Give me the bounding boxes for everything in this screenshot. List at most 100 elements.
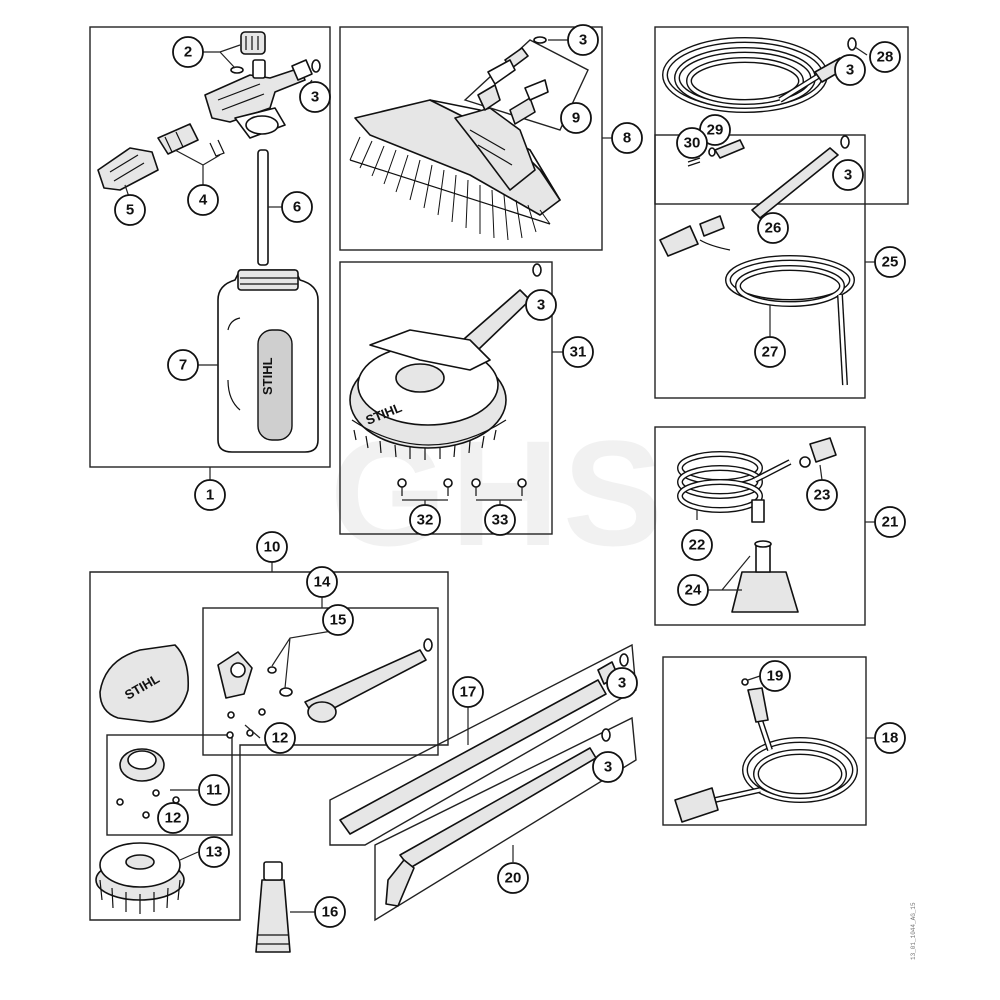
svg-text:2: 2 bbox=[184, 44, 192, 61]
group-box-18 bbox=[662, 656, 867, 826]
callout-21: 21 bbox=[874, 506, 906, 538]
callout-29: 29 bbox=[699, 114, 731, 146]
part-adapter-16 bbox=[255, 879, 291, 953]
callout-11: 11 bbox=[198, 774, 230, 806]
svg-text:29: 29 bbox=[707, 122, 724, 139]
svg-text:13: 13 bbox=[206, 844, 223, 861]
part-coiled-hose bbox=[662, 37, 828, 113]
part-insert bbox=[157, 123, 199, 155]
callout-3b: 3 bbox=[567, 24, 599, 56]
svg-text:33: 33 bbox=[492, 512, 509, 529]
callout-32: 32 bbox=[409, 504, 441, 536]
svg-text:12: 12 bbox=[272, 730, 289, 747]
svg-text:18: 18 bbox=[882, 730, 899, 747]
svg-text:11: 11 bbox=[206, 782, 222, 799]
svg-text:16: 16 bbox=[322, 904, 339, 921]
screws-32-33 bbox=[397, 478, 527, 496]
callout-6: 6 bbox=[281, 191, 313, 223]
svg-text:30: 30 bbox=[684, 135, 701, 152]
callout-25: 25 bbox=[874, 246, 906, 278]
part-drain-hose-coil bbox=[677, 451, 792, 513]
part-pipe-cleaning-hose bbox=[725, 255, 855, 386]
screws-12b bbox=[116, 789, 180, 822]
svg-text:27: 27 bbox=[762, 344, 779, 361]
svg-text:24: 24 bbox=[685, 582, 702, 599]
callout-12b: 12 bbox=[157, 802, 189, 834]
svg-text:8: 8 bbox=[623, 130, 631, 147]
part-cap bbox=[240, 31, 266, 55]
svg-text:3: 3 bbox=[537, 297, 545, 314]
svg-text:6: 6 bbox=[293, 199, 301, 216]
group-box-21 bbox=[654, 426, 866, 626]
screws-12a bbox=[226, 708, 266, 739]
svg-text:19: 19 bbox=[767, 668, 784, 685]
svg-text:3: 3 bbox=[604, 759, 612, 776]
part-nozzle-tip bbox=[97, 147, 159, 191]
callout-3g: 3 bbox=[592, 751, 624, 783]
svg-text:12: 12 bbox=[165, 810, 182, 827]
svg-text:15: 15 bbox=[330, 612, 347, 629]
callout-3f: 3 bbox=[606, 667, 638, 699]
group-box-28 bbox=[654, 26, 909, 205]
svg-text:1: 1 bbox=[206, 487, 214, 504]
svg-text:3: 3 bbox=[579, 32, 587, 49]
svg-text:5: 5 bbox=[126, 202, 134, 219]
callout-18: 18 bbox=[874, 722, 906, 754]
part-brush-cover bbox=[99, 644, 190, 723]
group-box-11 bbox=[106, 734, 233, 836]
group-box-25 bbox=[654, 134, 866, 399]
part-extension-hose bbox=[714, 719, 858, 803]
callout-3d: 3 bbox=[832, 159, 864, 191]
callout-33: 33 bbox=[484, 504, 516, 536]
callout-1: 1 bbox=[194, 479, 226, 511]
callout-14: 14 bbox=[306, 566, 338, 598]
part-spray-lance-17 bbox=[339, 679, 607, 835]
callout-3e: 3 bbox=[525, 289, 557, 321]
callout-2: 2 bbox=[172, 36, 204, 68]
svg-text:10: 10 bbox=[264, 539, 281, 556]
callout-7: 7 bbox=[167, 349, 199, 381]
callout-20: 20 bbox=[497, 862, 529, 894]
svg-text:31: 31 bbox=[570, 344, 587, 361]
group-box-14 bbox=[202, 607, 439, 756]
part-suction-tube bbox=[257, 149, 269, 266]
callout-3a: 3 bbox=[299, 81, 331, 113]
svg-text:21: 21 bbox=[882, 514, 899, 531]
brush-bristles bbox=[349, 136, 551, 241]
callout-26: 26 bbox=[757, 212, 789, 244]
svg-text:7: 7 bbox=[179, 357, 187, 374]
drawing-code: 13_01_1044_AG_15 bbox=[910, 902, 917, 960]
callout-9: 9 bbox=[560, 102, 592, 134]
callout-10: 10 bbox=[256, 531, 288, 563]
svg-text:9: 9 bbox=[572, 110, 580, 127]
part-extension-lance bbox=[751, 147, 839, 219]
svg-text:4: 4 bbox=[199, 192, 208, 209]
svg-text:23: 23 bbox=[814, 487, 831, 504]
callout-15: 15 bbox=[322, 604, 354, 636]
callout-16: 16 bbox=[314, 896, 346, 928]
callout-31: 31 bbox=[562, 336, 594, 368]
callout-27: 27 bbox=[754, 336, 786, 368]
callout-5: 5 bbox=[114, 194, 146, 226]
callout-3c: 3 bbox=[834, 54, 866, 86]
callout-30: 30 bbox=[676, 127, 708, 159]
group-box-31 bbox=[339, 261, 553, 535]
callout-12a: 12 bbox=[264, 722, 296, 754]
callout-4: 4 bbox=[187, 184, 219, 216]
svg-text:26: 26 bbox=[765, 220, 782, 237]
callout-28: 28 bbox=[869, 41, 901, 73]
svg-text:3: 3 bbox=[618, 675, 626, 692]
callout-24: 24 bbox=[677, 574, 709, 606]
group-box-20 bbox=[374, 716, 637, 922]
group-box-17 bbox=[329, 643, 637, 846]
callout-8: 8 bbox=[611, 122, 643, 154]
callout-19: 19 bbox=[759, 660, 791, 692]
part-small-ring bbox=[230, 66, 244, 74]
svg-text:14: 14 bbox=[314, 574, 331, 591]
svg-text:22: 22 bbox=[689, 537, 706, 554]
callout-17: 17 bbox=[452, 676, 484, 708]
svg-text:3: 3 bbox=[844, 167, 852, 184]
callout-22: 22 bbox=[681, 529, 713, 561]
